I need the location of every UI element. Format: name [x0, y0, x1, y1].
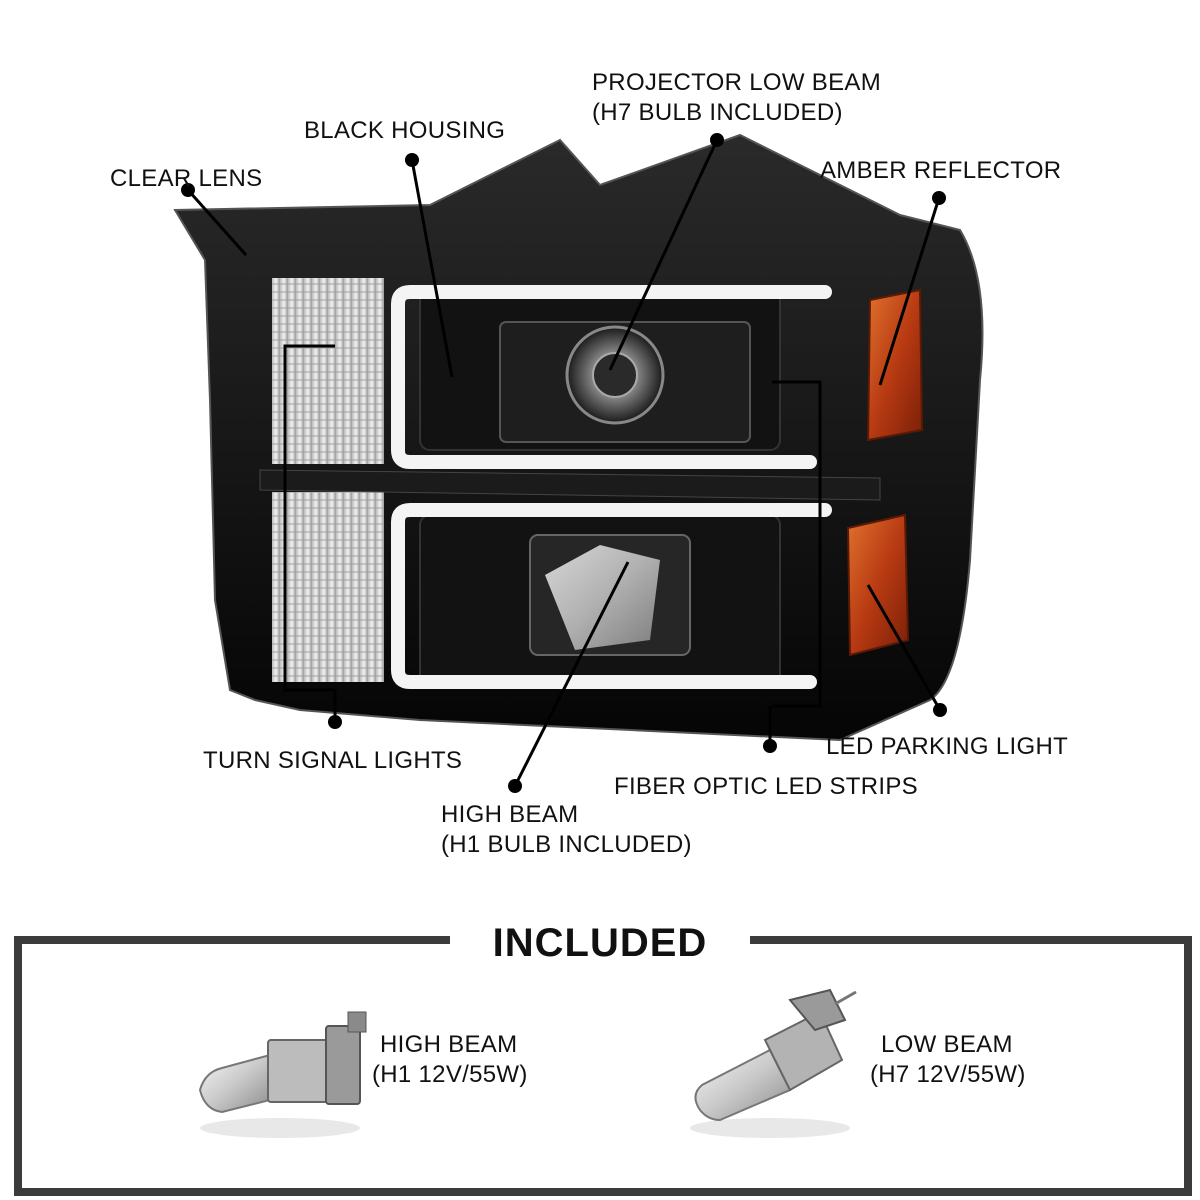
included-low-beam-line1: LOW BEAM: [881, 1031, 1013, 1058]
callout-dot-housing: [405, 153, 419, 167]
callout-dot-projector: [710, 133, 724, 147]
led-strip-upper: [391, 285, 832, 469]
label-black-housing: BLACK HOUSING: [304, 117, 506, 144]
callout-dot-clear-lens: [181, 183, 195, 197]
clear-lens-lower: [272, 492, 384, 682]
callout-dot-amber: [932, 191, 946, 205]
label-high-beam-line1: HIGH BEAM: [441, 801, 579, 828]
callout-lines: [283, 344, 822, 708]
callout-dot-parking: [933, 703, 947, 717]
label-turn-signal-lights: TURN SIGNAL LIGHTS: [203, 747, 463, 774]
callout-dot-high-beam: [508, 779, 522, 793]
included-high-beam-line1: HIGH BEAM: [380, 1031, 518, 1058]
label-projector-low-beam-line1: PROJECTOR LOW BEAM: [592, 69, 881, 96]
h1-bulb-icon: [198, 1011, 367, 1138]
label-amber-reflector: AMBER REFLECTOR: [820, 157, 1062, 184]
high-beam-reflector: [545, 545, 660, 650]
included-high-beam-line2: (H1 12V/55W): [372, 1061, 528, 1088]
included-title: INCLUDED: [450, 918, 750, 968]
callout-dot-fiber: [763, 739, 777, 753]
clear-lens-upper: [272, 278, 384, 464]
callout-dot-turn-signal: [328, 715, 342, 729]
headlight-assembly: [173, 133, 984, 742]
amber-reflector: [866, 288, 924, 442]
leader-lines: [186, 139, 942, 787]
led-strip-lower: [391, 503, 832, 689]
label-led-parking-light: LED PARKING LIGHT: [826, 733, 1069, 760]
led-parking-light: [846, 513, 910, 657]
label-fiber-optic-led-strips: FIBER OPTIC LED STRIPS: [614, 773, 918, 800]
label-projector-low-beam-line2: (H7 BULB INCLUDED): [592, 99, 843, 126]
label-clear-lens: CLEAR LENS: [110, 165, 263, 192]
h7-bulb-icon: [690, 988, 857, 1138]
label-high-beam-line2: (H1 BULB INCLUDED): [441, 831, 692, 858]
included-low-beam-line2: (H7 12V/55W): [870, 1061, 1026, 1088]
